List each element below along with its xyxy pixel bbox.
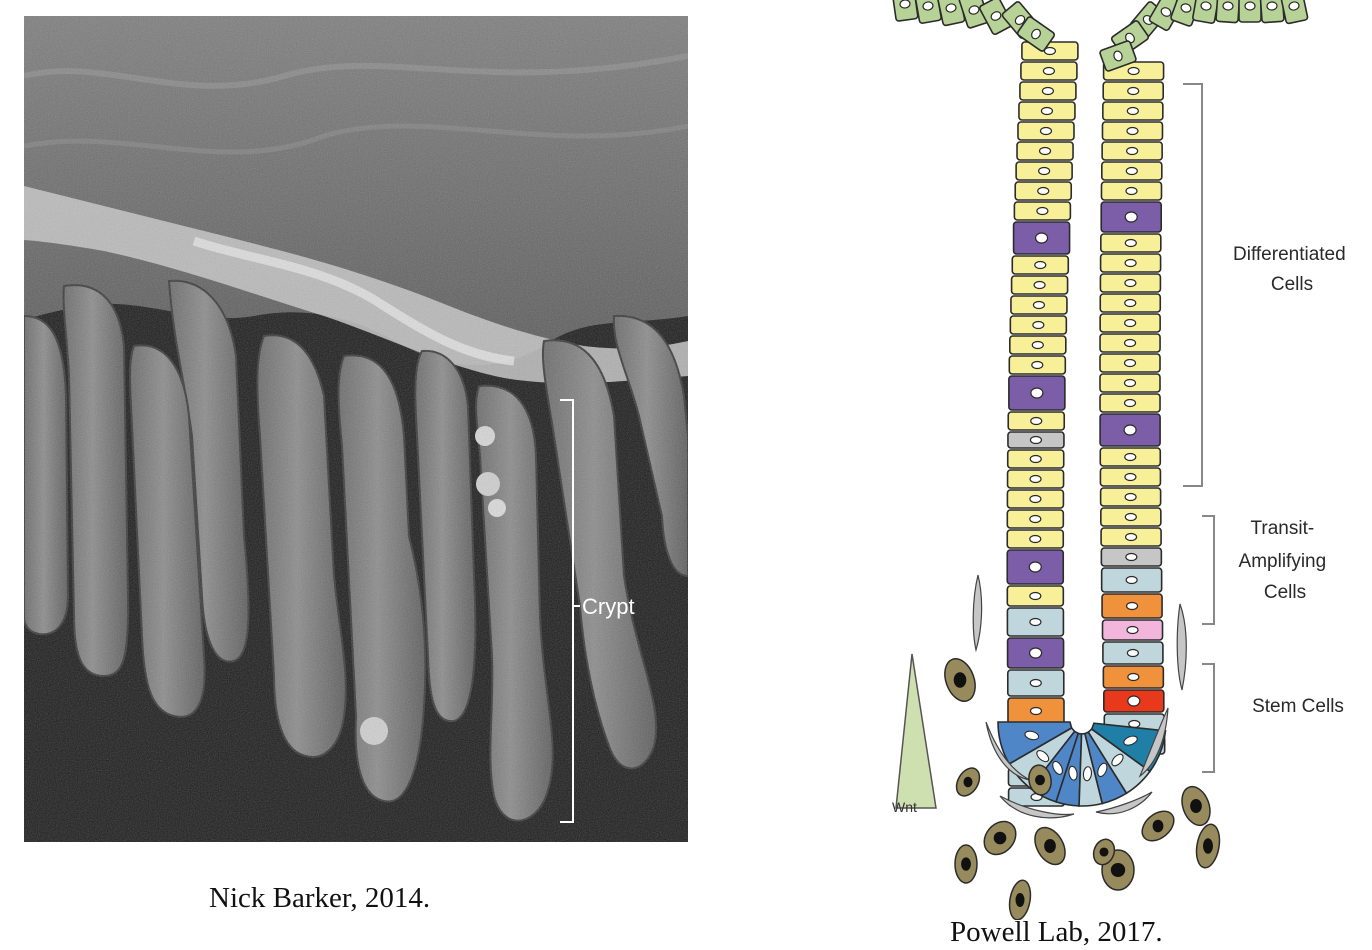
stromal-cell-nucleus	[1111, 863, 1125, 877]
right-wall-cell-nucleus	[1125, 400, 1136, 407]
stromal-cell-nucleus	[1100, 847, 1109, 856]
left-wall-cell-nucleus	[1030, 496, 1041, 503]
right-wall-cell-nucleus	[1125, 380, 1136, 387]
right-wall-cell-nucleus	[1125, 494, 1136, 501]
stem-cells-label: Stem Cells	[1252, 696, 1344, 717]
villus-cell-left	[914, 0, 941, 24]
left-wall-cell-nucleus	[1032, 362, 1043, 369]
villus-cell-right	[1192, 0, 1219, 24]
left-wall-cell-nucleus	[1036, 233, 1048, 243]
right-wall-cell-nucleus	[1125, 514, 1136, 521]
right-wall-cell-nucleus	[1124, 425, 1136, 435]
stromal-cell-nucleus	[1035, 775, 1045, 786]
stromal-cell-nucleus	[954, 672, 967, 687]
villus-cell-right	[1216, 0, 1240, 23]
left-wall-cell-nucleus	[1029, 562, 1041, 572]
left-wall-cell-nucleus	[1043, 68, 1054, 75]
right-wall-cell-nucleus	[1125, 320, 1136, 327]
left-wall-cell-nucleus	[1030, 648, 1042, 658]
left-wall-cell-nucleus	[1033, 302, 1044, 309]
crypt-schematic: Wnt Differentiated Cells Transit- Amplif…	[880, 0, 1372, 920]
left-wall-cell-nucleus	[1039, 168, 1050, 175]
transit-bracket	[1202, 516, 1214, 624]
stem-bracket	[1202, 664, 1214, 772]
wnt-gradient-triangle	[896, 654, 936, 808]
left-wall-cell-nucleus	[1030, 516, 1041, 523]
differentiated-bracket	[1183, 84, 1202, 486]
right-wall-cell-nucleus	[1125, 280, 1136, 287]
left-caption: Nick Barker, 2014.	[209, 882, 430, 915]
right-wall-cell-nucleus	[1125, 340, 1136, 347]
left-wall-cell-nucleus	[1030, 437, 1041, 444]
left-wall-cell-nucleus	[1030, 536, 1041, 543]
left-wall-cell-nucleus	[1040, 148, 1051, 155]
right-wall-cell-nucleus	[1126, 188, 1137, 195]
right-wall-cell-nucleus	[1125, 260, 1136, 267]
right-wall-cell-nucleus	[1125, 212, 1137, 222]
right-wall-cell-nucleus	[1128, 68, 1139, 75]
left-wall-cell-nucleus	[1032, 342, 1043, 349]
left-wall-cell-nucleus	[1037, 208, 1048, 215]
right-wall-cell-nucleus	[1125, 360, 1136, 367]
left-wall-cell-nucleus	[1040, 128, 1051, 135]
left-wall-cell-nucleus	[1031, 388, 1043, 398]
right-wall-cell-nucleus	[1126, 577, 1137, 584]
fibroblast-cell	[1177, 604, 1186, 690]
right-wall-cell-nucleus	[1128, 696, 1140, 706]
crypt-micrograph: Crypt	[24, 16, 688, 842]
left-wall-cell-nucleus	[1030, 680, 1041, 687]
stromal-cell-nucleus	[1044, 839, 1056, 853]
right-wall-cell-nucleus	[1127, 128, 1138, 135]
left-wall-cell-nucleus	[1038, 188, 1049, 195]
villus-cell-right	[1239, 0, 1261, 22]
left-wall-cell-nucleus	[1030, 456, 1041, 463]
villus-cell-left	[892, 0, 918, 21]
left-wall-cell-nucleus	[1031, 418, 1042, 425]
right-wall-cell-nucleus	[1127, 627, 1138, 634]
right-wall-cell-nucleus	[1126, 554, 1137, 561]
left-wall-cell-nucleus	[1030, 476, 1041, 483]
right-wall-cell-nucleus	[1127, 148, 1138, 155]
right-wall-cell-nucleus	[1127, 650, 1138, 657]
transit-amplifying-label: Transit- Amplifying Cells	[1239, 518, 1332, 603]
wnt-label: Wnt	[892, 799, 917, 815]
differentiated-label: Differentiated Cells	[1233, 244, 1351, 295]
fibroblast-cell	[973, 575, 981, 650]
right-wall-cell-nucleus	[1128, 674, 1139, 681]
left-wall-cell-nucleus	[1042, 88, 1053, 95]
stromal-cell-nucleus	[964, 777, 973, 788]
right-wall-cell-nucleus	[1127, 108, 1138, 115]
left-wall-cell-nucleus	[1030, 708, 1041, 715]
left-wall-cell-nucleus	[1034, 282, 1045, 289]
left-wall-cell-nucleus	[1030, 593, 1041, 600]
villus-cell-right	[1260, 0, 1284, 23]
right-wall-cell-nucleus	[1125, 300, 1136, 307]
right-caption: Powell Lab, 2017.	[950, 916, 1163, 949]
stromal-cell-nucleus	[961, 857, 971, 870]
left-wall-cell-nucleus	[1030, 619, 1041, 626]
left-wall-cell-nucleus	[1033, 322, 1044, 329]
stromal-cell-nucleus	[994, 832, 1007, 845]
stromal-cell-nucleus	[1203, 838, 1213, 853]
right-wall-cell-nucleus	[1125, 474, 1136, 481]
right-wall-cell-nucleus	[1127, 603, 1138, 610]
stromal-cell-nucleus	[1153, 820, 1164, 833]
stromal-cell-nucleus	[1016, 893, 1025, 907]
crypt-label: Crypt	[582, 594, 635, 619]
right-wall-cell-nucleus	[1126, 534, 1137, 541]
left-wall-cell-nucleus	[1035, 262, 1046, 269]
stromal-cell-nucleus	[1190, 799, 1202, 813]
left-wall-cell-nucleus	[1041, 108, 1052, 115]
right-wall-cell-nucleus	[1125, 454, 1136, 461]
right-wall-cell-nucleus	[1128, 88, 1139, 95]
right-wall-cell-nucleus	[1125, 240, 1136, 247]
right-wall-cell-nucleus	[1126, 168, 1137, 175]
